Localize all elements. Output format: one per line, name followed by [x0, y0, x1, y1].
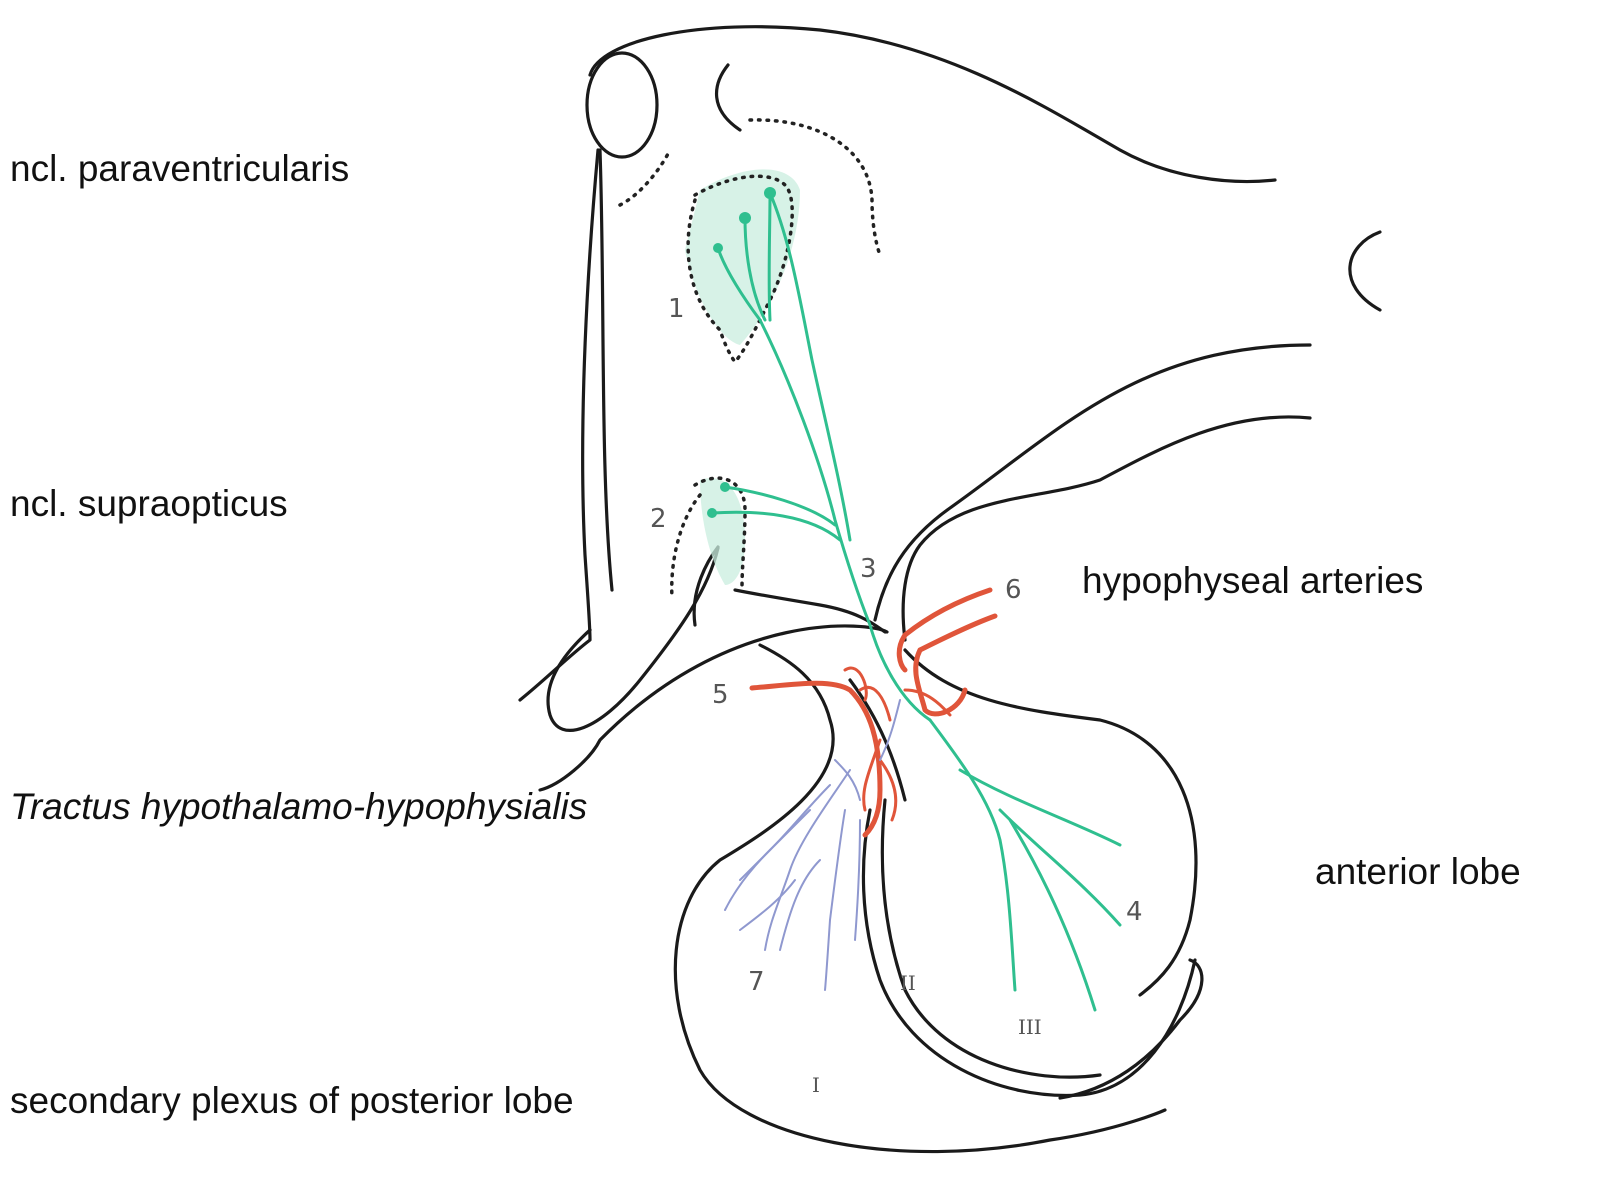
- number-4: 4: [1126, 897, 1143, 927]
- roman-1: I: [812, 1073, 820, 1097]
- number-7: 7: [748, 967, 765, 997]
- pituitary-outline: [540, 626, 1202, 1152]
- figure-numbers: 1 2 3 4 5 6 7 I II III: [650, 294, 1143, 1097]
- brain-outline: [520, 27, 1380, 731]
- number-1: 1: [668, 294, 685, 324]
- number-5: 5: [712, 680, 729, 710]
- paraventricular-nucleus: [620, 120, 880, 362]
- number-6: 6: [1005, 575, 1022, 605]
- number-2: 2: [650, 504, 667, 534]
- number-3: 3: [860, 554, 877, 584]
- anterior-commissure: [587, 53, 657, 157]
- roman-2: II: [900, 971, 916, 995]
- roman-3: III: [1018, 1015, 1042, 1039]
- neurosecretory-fibers: [707, 187, 1120, 1010]
